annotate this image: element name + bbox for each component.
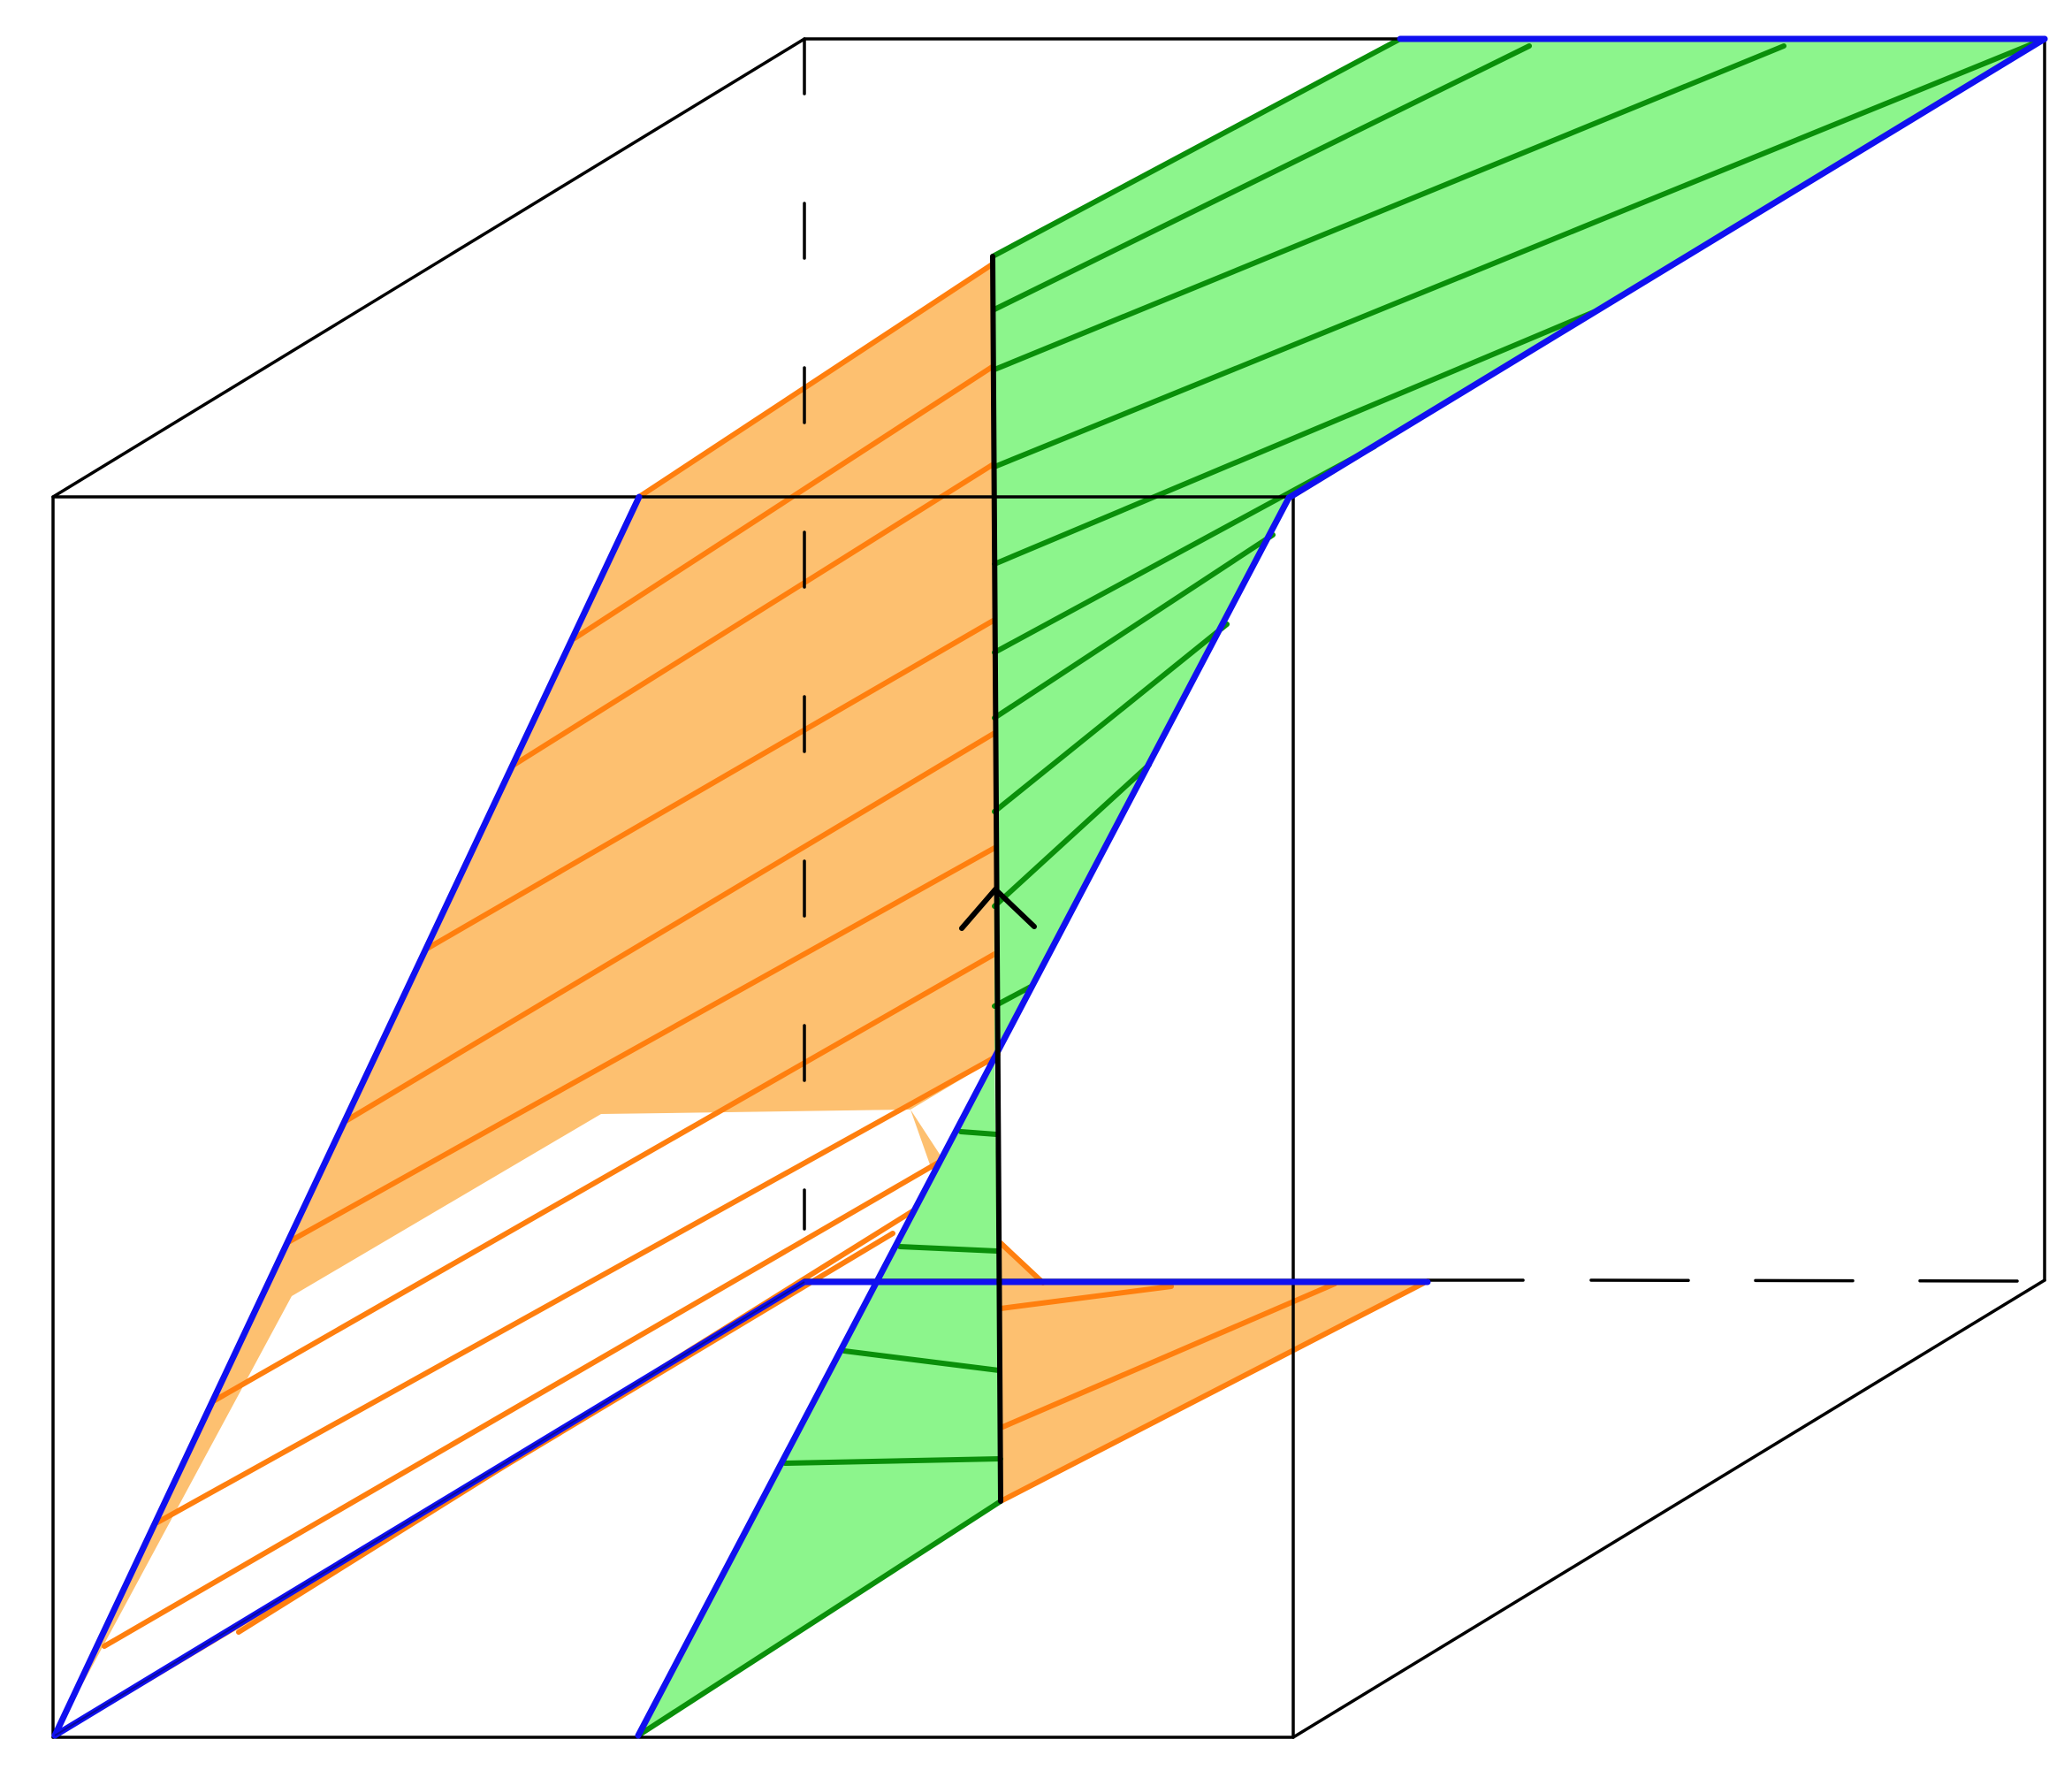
green-hatch-line bbox=[990, 36, 1403, 259]
orange-surface bbox=[52, 259, 1430, 1738]
blue-boundary-left-diagonal bbox=[51, 493, 643, 1739]
blue-boundary-middle-diagonal bbox=[635, 494, 1292, 1739]
orange-sheet-tail bbox=[910, 1110, 1428, 1501]
orange-hatch-line bbox=[998, 1281, 1337, 1430]
green-hatch-line bbox=[992, 762, 1152, 909]
green-hatch-line bbox=[992, 36, 2047, 469]
central-vertical-axis bbox=[990, 254, 1003, 1504]
green-hatch-line bbox=[958, 1129, 999, 1137]
cube-edge-back-bottom-hidden bbox=[1589, 1278, 2022, 1283]
green-hatch-line bbox=[992, 43, 1532, 312]
cube-edge-bottom-right-depth bbox=[1291, 1278, 2046, 1739]
central-axis bbox=[959, 254, 1037, 1504]
orange-hatch-line bbox=[424, 616, 999, 951]
green-hatch-line bbox=[782, 1456, 1003, 1466]
green-hatch-line bbox=[992, 532, 1276, 721]
orange-hatch-line bbox=[343, 729, 999, 1124]
blue-boundary-top-right-depth bbox=[1285, 35, 2048, 501]
orange-hatch-line bbox=[998, 1278, 1430, 1504]
blue-boundary-curves bbox=[51, 35, 2048, 1739]
orange-hatch-line bbox=[510, 460, 999, 768]
green-sheet-upper bbox=[993, 39, 2045, 1057]
orange-hatch-line bbox=[155, 1054, 999, 1525]
green-hatch-line bbox=[897, 1244, 1000, 1254]
green-hatch-line bbox=[992, 983, 1035, 1009]
cube-edge-top-left-depth bbox=[51, 37, 806, 499]
orange-hatch-line bbox=[210, 950, 999, 1404]
orange-sheet-main bbox=[55, 262, 1001, 1736]
blue-boundary-bottom-depth bbox=[51, 1278, 808, 1739]
cube-edge-bottom-left-depth bbox=[54, 1281, 805, 1736]
orange-hatch-line bbox=[998, 1240, 1046, 1286]
orange-hatch-line bbox=[286, 844, 999, 1245]
orange-hatch-line bbox=[102, 1156, 948, 1649]
green-hatch-line bbox=[992, 622, 1230, 814]
orange-hatch-line bbox=[998, 1284, 1174, 1311]
green-hatch-line bbox=[636, 1499, 1003, 1738]
orange-hatch-line bbox=[636, 259, 999, 500]
green-hatch-line bbox=[992, 43, 1786, 372]
green-hatch-line bbox=[992, 309, 1598, 567]
orange-hatch-line bbox=[572, 362, 999, 641]
cube-frame bbox=[51, 37, 2046, 1739]
arrowhead bbox=[959, 885, 1037, 931]
green-hatch-line bbox=[842, 1348, 1002, 1373]
